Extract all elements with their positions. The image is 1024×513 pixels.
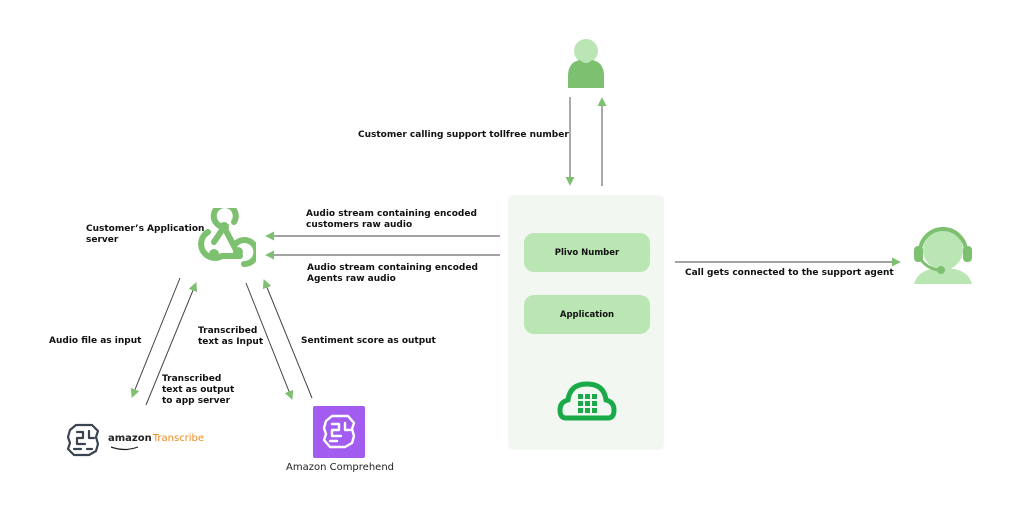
app-server-label-line2: server — [86, 235, 119, 245]
comprehend-icon — [313, 406, 365, 458]
transcribe-brain-icon — [66, 423, 100, 457]
label-customer-audio-stream: Audio stream containing encoded customer… — [306, 209, 477, 231]
label-line: text as Input — [198, 337, 264, 347]
label-line: Audio stream containing encoded — [306, 209, 477, 219]
label-agent-audio-stream: Audio stream containing encoded Agents r… — [307, 263, 478, 285]
transcribe-brand: amazonTranscribe — [108, 433, 204, 444]
plivo-number-box: Plivo Number — [524, 233, 650, 272]
label-line: Agents raw audio — [307, 274, 396, 284]
label-line: text as output — [162, 385, 235, 395]
label-call-connected: Call gets connected to the support agent — [685, 268, 894, 278]
webhook-icon — [198, 208, 256, 268]
plivo-cloud-icon — [557, 381, 617, 421]
arrow-sentiment-to-app — [262, 279, 313, 399]
label-line: Transcribed — [198, 326, 258, 336]
app-server-label-line1: Customer’s Application — [86, 224, 205, 234]
label-audio-input: Audio file as input — [49, 336, 142, 346]
label-customer-calling: Customer calling support tollfree number — [358, 130, 569, 140]
person-icon — [568, 39, 604, 88]
label-transcribed-input: Transcribed text as Input — [198, 326, 263, 348]
amazon-smile-icon — [110, 446, 139, 451]
headset-agent-icon — [914, 227, 972, 284]
label-line: to app server — [162, 396, 231, 406]
amazon-wordmark: amazon — [108, 433, 152, 444]
label-transcribed-output: Transcribed text as output to app server — [162, 374, 234, 407]
label-line: Audio stream containing encoded — [307, 263, 478, 273]
arrow-audio-to-transcribe — [130, 277, 181, 398]
comprehend-label: Amazon Comprehend — [286, 462, 395, 473]
label-line: Transcribed — [162, 374, 222, 384]
application-box: Application — [524, 295, 650, 334]
transcribe-product-name: Transcribe — [152, 433, 205, 444]
arrow-transcribe-to-app — [145, 282, 198, 406]
label-line: customers raw audio — [306, 220, 413, 230]
app-server-label: Customer’s Application server — [86, 224, 204, 246]
label-sentiment-output: Sentiment score as output — [301, 336, 436, 346]
arrow-text-to-comprehend — [245, 282, 294, 400]
